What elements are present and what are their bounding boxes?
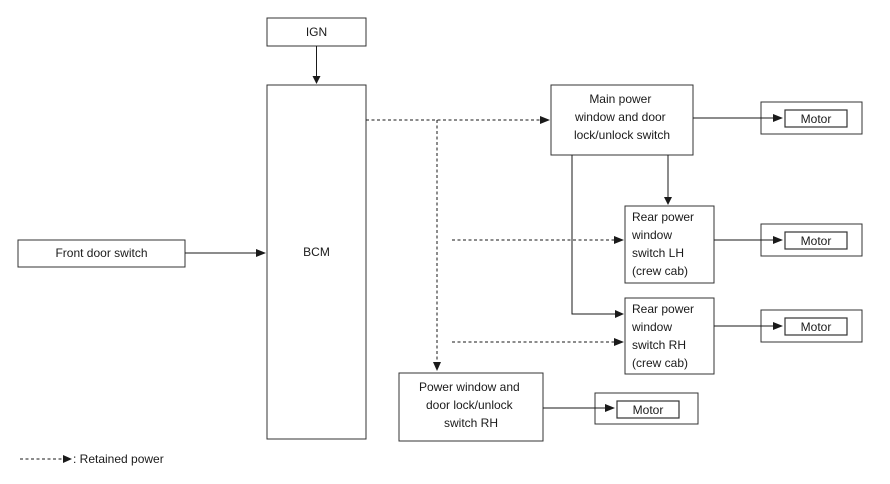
rear-lh-line-2: window <box>631 228 672 242</box>
pw-rh-label: Power window and door lock/unlock switch… <box>419 380 523 430</box>
front-door-switch-label: Front door switch <box>55 246 147 260</box>
motor-4-label: Motor <box>633 403 664 417</box>
rear-rh-to-motor-3-arrow <box>773 322 783 330</box>
front-door-to-bcm-arrow <box>256 249 266 257</box>
motor-1-node: Motor <box>760 101 863 135</box>
bus-to-rear-lh-arrow <box>614 236 624 244</box>
pw-rh-line-3: switch RH <box>444 416 498 430</box>
rear-rh-node: Rear power window switch RH (crew cab) <box>624 297 715 375</box>
retained-power-connections <box>366 116 624 371</box>
main-switch-node: Main power window and door lock/unlock s… <box>550 84 694 156</box>
ign-node: IGN <box>266 17 367 47</box>
legend-arrow-sample <box>63 455 72 463</box>
bcm-node: BCM <box>266 84 367 440</box>
bcm-label: BCM <box>303 245 330 259</box>
motor-3-label: Motor <box>801 320 832 334</box>
main-switch-line-2: window and door <box>574 110 666 124</box>
ign-label: IGN <box>306 25 327 39</box>
main-switch-line-1: Main power <box>589 92 651 106</box>
rear-rh-line-4: (crew cab) <box>632 356 688 370</box>
motor-3-node: Motor <box>760 309 863 343</box>
main-to-rear-lh-arrow <box>664 197 672 205</box>
motor-2-node: Motor <box>760 223 863 257</box>
motor-2-label: Motor <box>801 234 832 248</box>
pw-rh-node: Power window and door lock/unlock switch… <box>398 372 544 442</box>
bus-to-pw-rh-arrow <box>433 362 441 371</box>
legend-text: : Retained power <box>73 452 164 466</box>
bus-to-rear-rh-arrow <box>614 338 624 346</box>
rear-lh-line-1: Rear power <box>632 210 694 224</box>
rear-lh-node: Rear power window switch LH (crew cab) <box>624 205 715 284</box>
front-door-switch-node: Front door switch <box>17 239 186 268</box>
rear-lh-line-4: (crew cab) <box>632 264 688 278</box>
rear-rh-line-1: Rear power <box>632 302 694 316</box>
motor-1-label: Motor <box>801 112 832 126</box>
rear-rh-line-2: window <box>631 320 672 334</box>
ign-to-bcm-arrow <box>312 76 321 84</box>
solid-connections <box>185 46 783 412</box>
rear-lh-label: Rear power window switch LH (crew cab) <box>631 210 697 278</box>
rear-rh-line-3: switch RH <box>632 338 686 352</box>
rear-lh-to-motor-2-arrow <box>773 236 783 244</box>
pw-rh-to-motor-4-arrow <box>605 404 615 412</box>
rear-rh-label: Rear power window switch RH (crew cab) <box>631 302 697 370</box>
rear-lh-line-3: switch LH <box>632 246 684 260</box>
main-switch-line-3: lock/unlock switch <box>574 128 670 142</box>
legend: : Retained power <box>20 452 164 466</box>
main-to-rear-rh-line <box>571 155 616 315</box>
main-to-rear-rh-arrow <box>615 310 624 318</box>
pw-rh-line-1: Power window and <box>419 380 520 394</box>
bcm-to-main-arrow <box>540 116 550 124</box>
pw-rh-line-2: door lock/unlock <box>426 398 514 412</box>
main-to-motor-1-arrow <box>773 114 783 122</box>
main-switch-label: Main power window and door lock/unlock s… <box>574 92 670 142</box>
